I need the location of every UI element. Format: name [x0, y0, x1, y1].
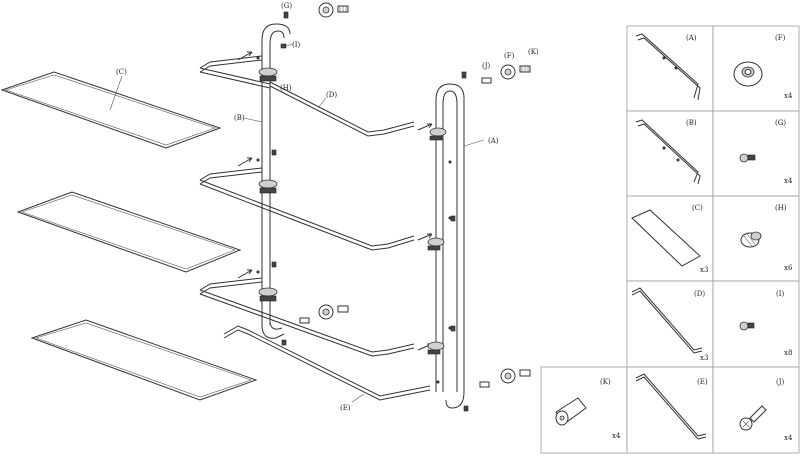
clamp-mid-left	[258, 179, 278, 194]
label-i-top: (I)	[292, 41, 300, 49]
shelf-rail-middle	[199, 167, 415, 251]
part-k-image	[555, 397, 587, 426]
label-b: (B)	[234, 114, 245, 122]
clamp-bot-left	[258, 287, 278, 302]
clamp-top-right	[429, 127, 447, 141]
screw-i-3	[271, 261, 277, 268]
parts-qty-f: x4	[784, 92, 793, 100]
part-box-i	[712, 280, 800, 368]
label-j-top: (J)	[482, 62, 491, 70]
label-f-top: (F)	[504, 52, 515, 60]
parts-label-j: (J)	[776, 378, 785, 386]
parts-label-g: (G)	[775, 119, 786, 127]
parts-label-c: (C)	[692, 204, 703, 212]
label-g-top: (G)	[281, 2, 292, 10]
leader-b	[243, 117, 263, 123]
part-d-image	[631, 287, 703, 354]
part-h-image	[740, 231, 762, 248]
arrow-3	[237, 269, 253, 279]
part-c-image	[631, 209, 701, 267]
glass-shelf-middle	[16, 191, 242, 273]
parts-qty-i: x8	[784, 349, 792, 357]
screw-i-2	[271, 149, 277, 156]
parts-label-i: (I)	[776, 290, 784, 298]
label-h-top: (H)	[280, 84, 292, 92]
parts-label-b: (B)	[686, 119, 697, 127]
label-e: (E)	[340, 404, 351, 412]
label-d: (D)	[326, 91, 337, 99]
parts-qty-d: x3	[700, 354, 708, 362]
leader-a	[463, 139, 485, 147]
part-box-j	[712, 366, 800, 454]
leader-i	[286, 43, 293, 47]
clamp-bot-right	[427, 341, 445, 355]
right-frame-a	[435, 83, 465, 409]
label-c: (C)	[116, 68, 127, 76]
shelf-rail-top	[199, 55, 415, 137]
part-box-g	[712, 110, 800, 197]
part-box-c	[626, 195, 714, 282]
part-box-d	[626, 280, 714, 368]
parts-qty-j: x4	[784, 434, 793, 442]
wall-mount-bottom-left	[299, 304, 349, 324]
part-f-image	[733, 61, 763, 87]
label-a: (A)	[488, 137, 499, 145]
screw-g-top	[283, 11, 289, 19]
parts-label-e: (E)	[697, 378, 708, 386]
glass-shelf-top	[0, 71, 222, 149]
label-k-top: (K)	[528, 48, 539, 56]
screw-g-bottom-right	[463, 405, 469, 412]
wall-mount-bottom-right	[479, 368, 531, 388]
arrow-2	[237, 157, 253, 167]
parts-list: (A) (F) x4 (B) (G) x4 (C) x3 (H) x6 (D) …	[540, 25, 800, 454]
parts-qty-k: x4	[612, 432, 621, 440]
part-a-image	[635, 33, 701, 101]
part-box-a	[626, 25, 714, 112]
leader-d	[317, 97, 327, 109]
parts-label-d: (D)	[694, 290, 705, 298]
part-j-image	[739, 405, 767, 431]
parts-label-h: (H)	[775, 204, 787, 212]
part-box-b	[626, 110, 714, 197]
parts-qty-g: x4	[784, 177, 793, 185]
screw-g-right	[461, 71, 467, 79]
part-g-image	[739, 153, 756, 163]
left-frame-b	[256, 23, 291, 339]
screw-i-5	[450, 325, 456, 332]
parts-qty-c: x3	[700, 266, 708, 274]
clamp-mid-right	[427, 237, 445, 251]
wall-mount-right-top	[481, 64, 531, 84]
leader-c	[109, 75, 123, 111]
part-e-image	[635, 373, 707, 440]
screw-i-4	[450, 215, 456, 222]
arrow-5	[417, 233, 433, 241]
shelf-rail-bottom	[199, 277, 415, 357]
glass-shelf-bottom	[30, 319, 258, 401]
clamp-top-left	[258, 67, 278, 82]
parts-label-k: (K)	[600, 378, 611, 386]
parts-qty-h: x6	[784, 264, 793, 272]
part-box-k	[540, 366, 628, 454]
wall-mount-top-left	[318, 2, 349, 18]
screw-g-bottom	[281, 339, 287, 346]
screw-i-top	[280, 43, 287, 49]
part-i-image	[739, 321, 755, 331]
part-b-image	[635, 119, 701, 185]
leader-e	[351, 393, 365, 403]
base-rail-e	[223, 325, 431, 401]
parts-label-a: (A)	[686, 34, 697, 42]
parts-label-f: (F)	[775, 34, 786, 42]
arrow-4	[417, 123, 433, 131]
